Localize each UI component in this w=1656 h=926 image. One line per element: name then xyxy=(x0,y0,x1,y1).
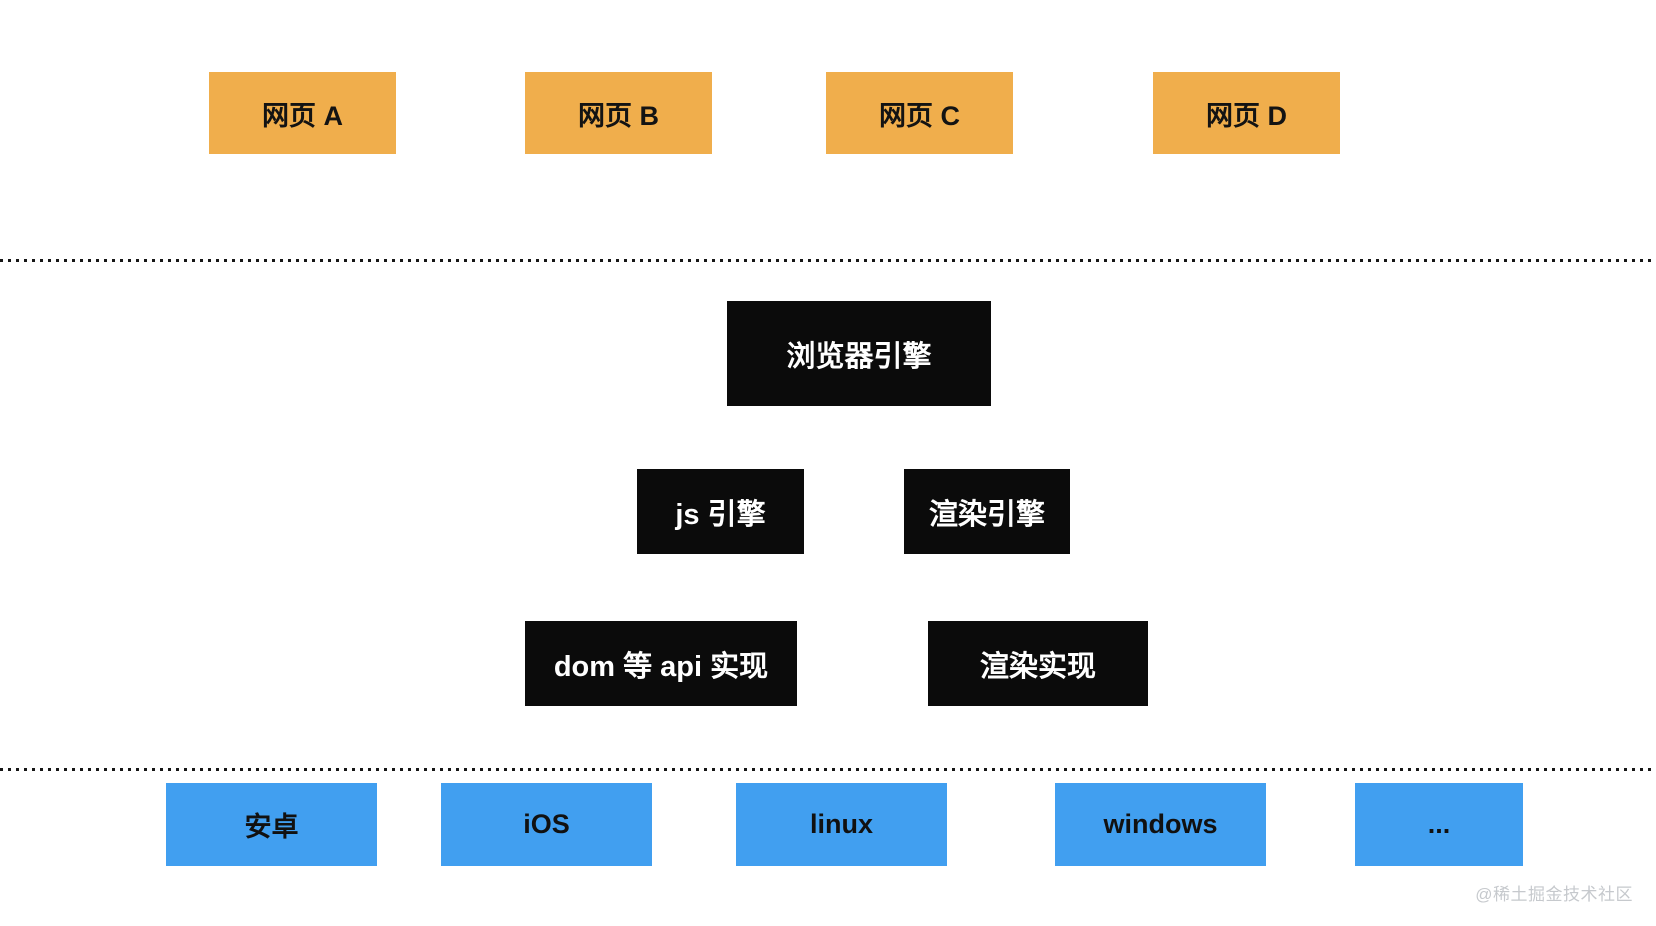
node-render-engine: 渲染引擎 xyxy=(904,469,1070,554)
node-platform-more: ... xyxy=(1355,783,1523,866)
node-render-implementation: 渲染实现 xyxy=(928,621,1148,706)
node-platform-windows: windows xyxy=(1055,783,1266,866)
watermark-text: @稀土掘金技术社区 xyxy=(1475,885,1633,904)
node-browser-engine: 浏览器引擎 xyxy=(727,301,991,406)
node-dom-api-implementation: dom 等 api 实现 xyxy=(525,621,797,706)
node-platform-linux: linux xyxy=(736,783,947,866)
node-platform-ios: iOS xyxy=(441,783,652,866)
node-webpage-d: 网页 D xyxy=(1153,72,1340,154)
node-js-engine: js 引擎 xyxy=(637,469,804,554)
layer-divider-top xyxy=(0,259,1656,262)
node-webpage-a: 网页 A xyxy=(209,72,396,154)
node-platform-android: 安卓 xyxy=(166,783,377,866)
layer-divider-bottom xyxy=(0,768,1656,771)
node-webpage-b: 网页 B xyxy=(525,72,712,154)
node-webpage-c: 网页 C xyxy=(826,72,1013,154)
